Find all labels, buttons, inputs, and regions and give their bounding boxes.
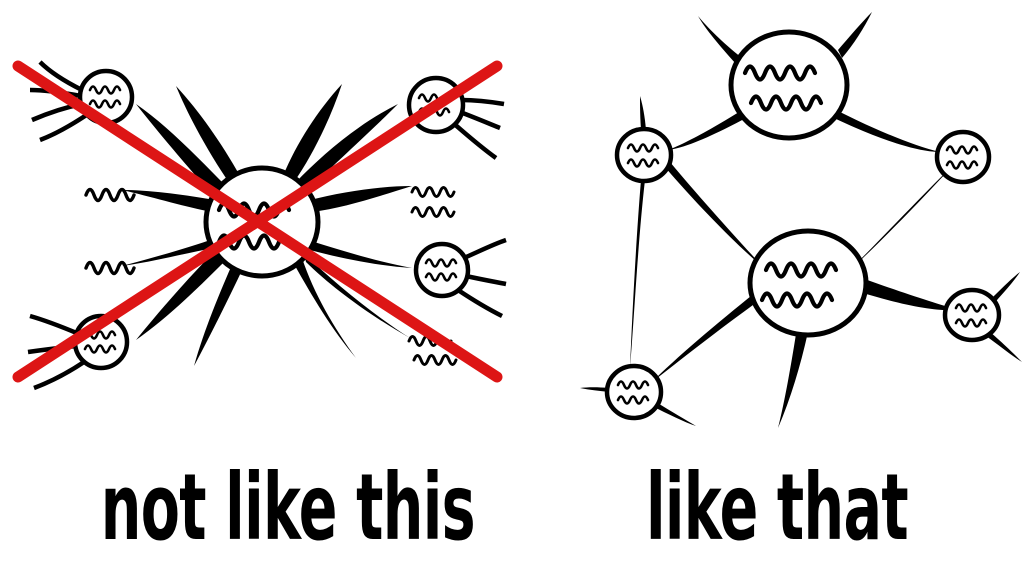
spoke	[283, 84, 342, 182]
edge	[652, 402, 696, 426]
satellite-node	[604, 363, 664, 421]
squiggle-label-icon	[84, 260, 136, 276]
stub	[465, 273, 507, 287]
node-body	[750, 231, 866, 335]
stub	[456, 288, 504, 319]
node-outline	[942, 287, 1002, 343]
loose-squiggle-labels	[84, 186, 458, 366]
cross-out-stroke	[12, 60, 503, 383]
squiggle-label-icon	[410, 186, 456, 198]
squiggle-label-icon	[945, 160, 979, 170]
squiggle-label-icon	[424, 258, 458, 268]
satellite-node	[942, 287, 1002, 343]
edge	[640, 96, 646, 130]
squiggle-label-icon	[412, 354, 458, 366]
spoke	[296, 104, 398, 192]
node-outline	[747, 228, 869, 338]
edge	[778, 332, 808, 428]
stub	[459, 109, 501, 131]
stub	[39, 112, 90, 143]
squiggle-label-icon	[954, 318, 988, 328]
edge	[698, 16, 742, 64]
node-outline	[413, 241, 471, 299]
hub-and-spoke-figure	[12, 60, 507, 391]
squiggle-label-icon	[954, 303, 988, 313]
edge	[668, 112, 746, 150]
squiggle-label-icon	[626, 143, 660, 153]
stub	[33, 360, 86, 391]
node-body	[416, 244, 468, 296]
panel-centralized-bad: not like this	[12, 60, 507, 561]
stub	[463, 237, 507, 261]
node-outline	[604, 363, 664, 421]
spoke	[310, 186, 412, 212]
squiggle-label-icon	[759, 291, 835, 309]
hub-node-top	[728, 29, 850, 141]
edge	[850, 168, 950, 270]
edge	[664, 162, 764, 268]
squiggle-label-icon	[748, 94, 824, 112]
satellite-node	[934, 129, 992, 185]
spoke	[308, 240, 412, 268]
stub	[450, 120, 498, 160]
node-outline	[614, 126, 674, 184]
node-outline	[934, 129, 992, 185]
edge	[986, 332, 1022, 362]
spoke	[176, 86, 240, 184]
mesh-edges	[580, 12, 1022, 428]
squiggle-label-icon	[84, 187, 136, 203]
squiggle-label-icon	[616, 380, 650, 390]
edge	[988, 272, 1020, 306]
squiggle-label-icon	[83, 344, 117, 354]
satellite-node	[413, 241, 471, 299]
satellite-node	[614, 126, 674, 184]
caption-not-like-this: not like this	[100, 454, 476, 561]
squiggle-label-icon	[626, 158, 660, 168]
node-outline	[406, 75, 466, 135]
spoke	[136, 250, 228, 340]
edge	[580, 387, 610, 392]
spoke	[294, 258, 356, 358]
spoke	[194, 260, 244, 366]
satellite-nodes	[604, 126, 1002, 421]
node-body	[617, 129, 671, 181]
edge	[860, 278, 958, 311]
hub-node-center	[747, 228, 869, 338]
node-body	[945, 290, 999, 340]
stub	[38, 60, 84, 93]
edge	[652, 292, 760, 382]
squiggle-label-icon	[763, 261, 839, 279]
spoke	[122, 190, 215, 212]
distributed-mesh-figure	[580, 12, 1022, 428]
squiggle-label-icon	[945, 145, 979, 155]
squiggle-label-icon	[742, 64, 818, 82]
panel-distributed-good: like that	[530, 0, 1024, 573]
edge	[630, 180, 645, 368]
squiggle-label-icon	[424, 272, 458, 282]
node-body	[731, 32, 847, 138]
spoke	[136, 104, 226, 196]
node-outline	[728, 29, 850, 141]
edge	[838, 12, 872, 58]
node-outline	[203, 165, 321, 279]
node-body	[607, 366, 661, 418]
caption-like-that: like that	[645, 454, 909, 561]
node-body	[937, 132, 989, 182]
edge	[834, 112, 940, 152]
cross-out-mark	[12, 60, 503, 383]
stub	[460, 97, 505, 107]
squiggle-label-icon	[410, 206, 456, 218]
hub-spokes	[122, 84, 412, 366]
squiggle-label-icon	[88, 85, 122, 95]
squiggle-label-icon	[616, 395, 650, 405]
hub-nodes	[728, 29, 869, 338]
squiggle-label-icon	[88, 99, 122, 109]
stub	[29, 313, 80, 337]
